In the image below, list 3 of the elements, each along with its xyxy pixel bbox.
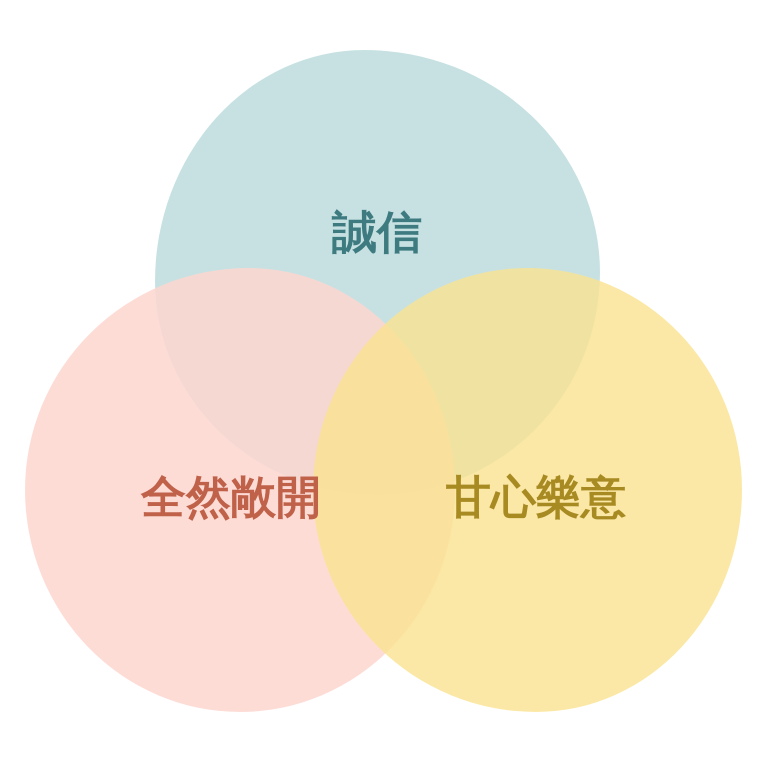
circle-label: 甘心樂意 (446, 474, 626, 520)
circle-label: 誠信 (332, 210, 422, 254)
circle-label: 全然敞開 (141, 474, 321, 520)
